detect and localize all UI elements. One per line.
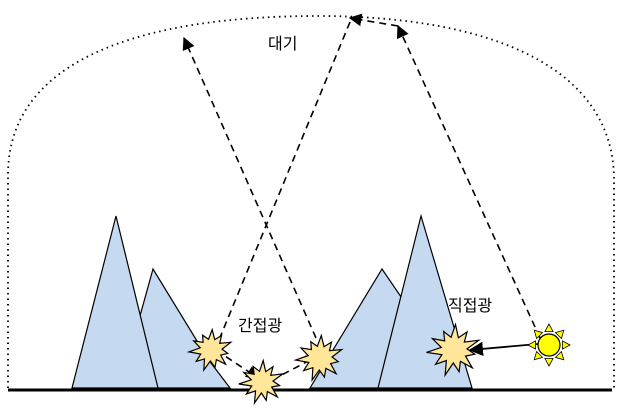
ray-right-burst-to-sky: [182, 36, 317, 339]
atmosphere-boundary: [7, 15, 615, 388]
ray-direct-sun: [468, 341, 539, 357]
sun-ray: [527, 340, 536, 350]
sun-ray: [533, 329, 544, 340]
sun-ray: [544, 323, 554, 333]
burst-left-mountain-icon: [186, 327, 233, 373]
sun-ray: [533, 350, 544, 361]
mountain-left-front: [71, 215, 159, 389]
burst-ground-icon: [238, 358, 285, 406]
direct-light-label: 직접광: [448, 296, 493, 315]
indirect-light-label: 간접광: [238, 316, 283, 335]
atmosphere-label: 대기: [268, 34, 298, 53]
sun-icon: [527, 323, 571, 367]
burst-direct-icon: [426, 322, 482, 378]
sun-ray: [544, 357, 554, 367]
burst-right-mountain-icon: [293, 333, 344, 383]
sun-ray: [562, 340, 571, 350]
ray-sky-to-left-mountain: [212, 21, 351, 354]
ray-sky-scatter: [348, 13, 399, 27]
sun-ray: [554, 329, 565, 340]
ray-sun-to-sky: [396, 24, 541, 339]
sun-ray: [554, 350, 565, 361]
sun-disc: [537, 333, 561, 357]
ray-ground-to-right-burst: [271, 355, 320, 381]
